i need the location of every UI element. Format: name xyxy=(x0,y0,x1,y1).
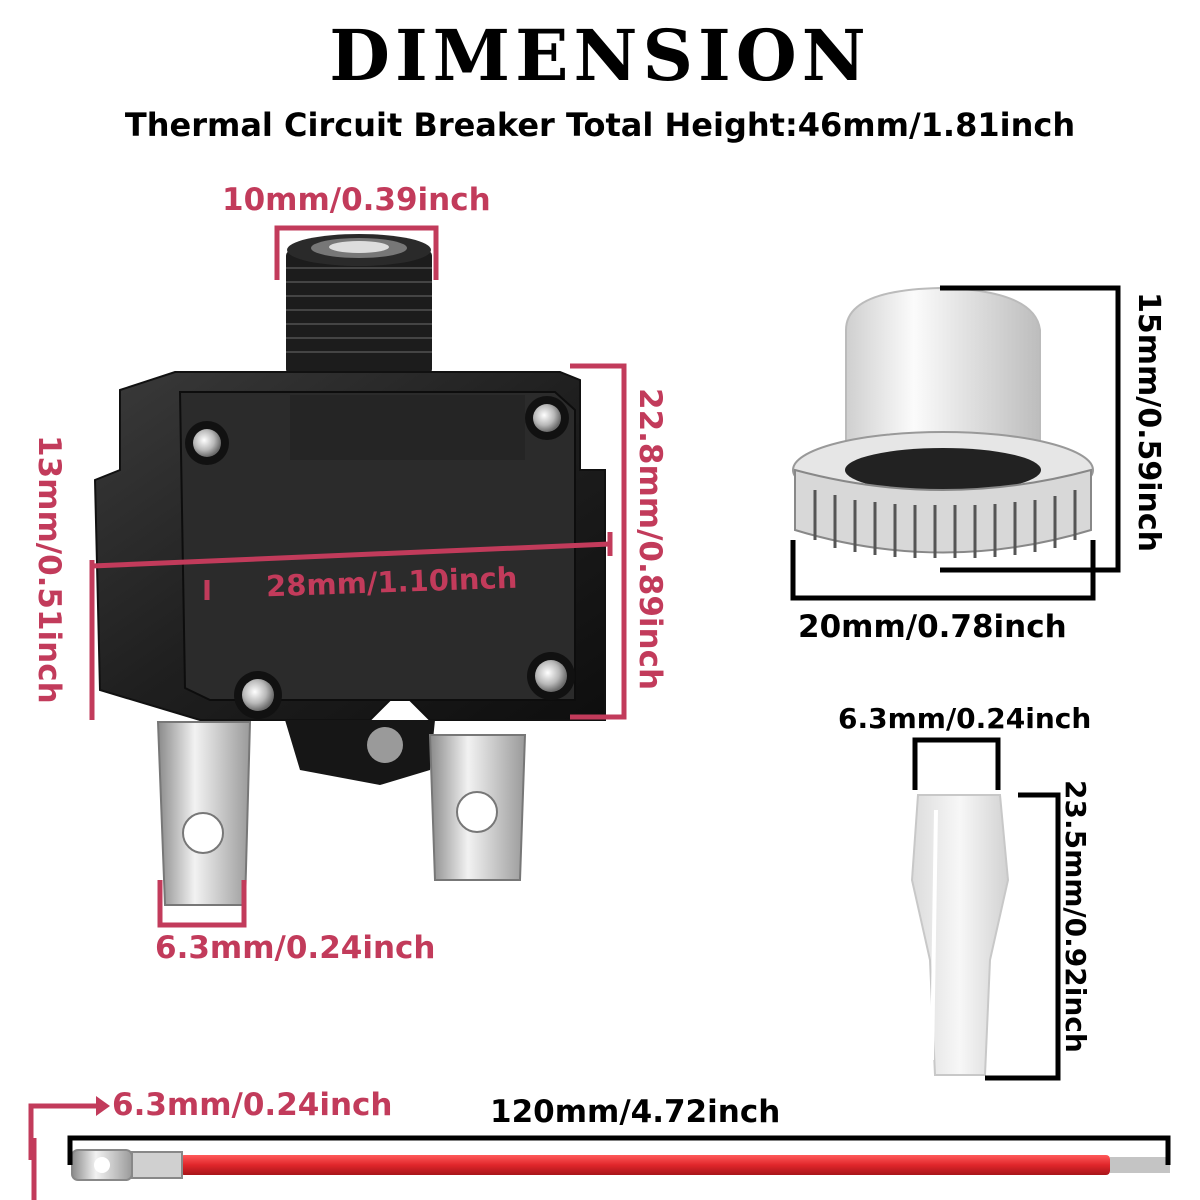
wire-dimension-lines xyxy=(28,1096,110,1200)
breaker-height-label: 22.8mm/0.89inch xyxy=(632,388,668,691)
screw-icon xyxy=(185,396,575,719)
wire-length-label: 120mm/4.72inch xyxy=(490,1094,781,1130)
sleeve-length-label: 23.5mm/0.92inch xyxy=(1059,780,1092,1053)
cap-dimension-lines xyxy=(790,285,1121,601)
wire-length-lines xyxy=(67,1135,1171,1165)
page-title: DIMENSION xyxy=(329,14,871,97)
button-diameter-label: 10mm/0.39inch xyxy=(222,182,491,218)
breaker-button xyxy=(286,234,432,375)
circuit-breaker xyxy=(93,234,606,906)
insulation-sleeve xyxy=(910,794,1010,1076)
waterproof-cap xyxy=(792,286,1094,558)
page-subtitle: Thermal Circuit Breaker Total Height:46m… xyxy=(124,106,1076,144)
cap-height-label: 15mm/0.59inch xyxy=(1131,292,1166,553)
red-wire xyxy=(71,1149,1170,1181)
breaker-dimension-lines xyxy=(89,225,627,928)
cap-diameter-label: 20mm/0.78inch xyxy=(798,609,1067,645)
wire-terminal-label: 6.3mm/0.24inch xyxy=(112,1087,393,1123)
sleeve-dimension-lines xyxy=(912,737,1061,1081)
breaker-terminals xyxy=(156,721,527,906)
breaker-depth-label: 13mm/0.51inch xyxy=(31,435,67,704)
terminal-width-label: 6.3mm/0.24inch xyxy=(155,930,436,966)
sleeve-width-label: 6.3mm/0.24inch xyxy=(838,702,1092,735)
